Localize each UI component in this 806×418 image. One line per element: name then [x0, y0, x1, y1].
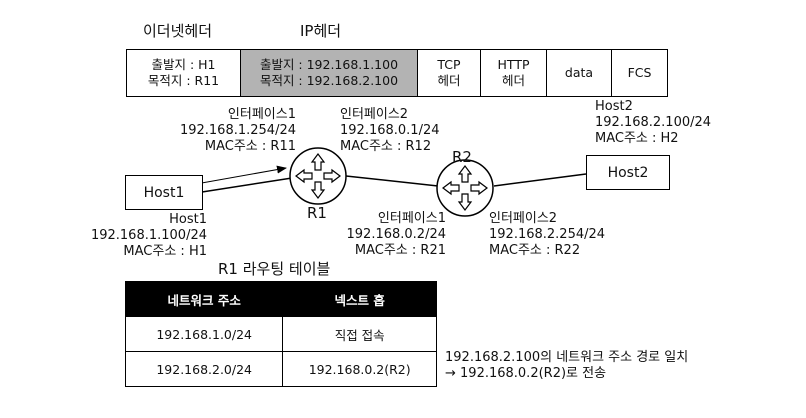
host2-name: Host2 — [595, 99, 633, 114]
network-address-cell: 192.168.1.0/24 — [124, 316, 284, 352]
host1-info: Host1 192.168.1.100/24 MAC주소 : H1 — [60, 212, 207, 260]
http-header-cell: HTTP 헤더 — [481, 49, 547, 97]
host2-ip: 192.168.2.100/24 — [595, 115, 712, 130]
r1-label: R1 — [307, 204, 327, 222]
packet-direction-arrow — [195, 165, 287, 185]
r1-if2-info: 인터페이스2 192.168.0.1/24 MAC주소 : R12 — [340, 107, 440, 155]
network-address-cell: 192.168.2.0/24 — [124, 351, 284, 387]
fcs-label: FCS — [627, 65, 652, 80]
column-header-next-hop: 넥스트 홉 — [282, 281, 437, 317]
r1-if2-ip: 192.168.0.1/24 — [340, 123, 440, 138]
next-hop-cell: 192.168.0.2(R2) — [282, 351, 437, 387]
r2-if1-mac: MAC주소 : R21 — [354, 243, 446, 258]
ip-destination: 목적지 : 192.168.2.100 — [259, 73, 399, 88]
host1-name: Host1 — [169, 212, 207, 227]
http-header-label: 헤더 — [501, 73, 525, 88]
r2-label: R2 — [452, 148, 472, 166]
host2-box: Host2 — [586, 155, 670, 190]
host2-info: Host2 192.168.2.100/24 MAC주소 : H2 — [595, 99, 711, 147]
host1-box: Host1 — [125, 175, 203, 210]
routing-note-line2: → 192.168.0.2(R2)로 전송 — [445, 366, 607, 381]
data-label: data — [564, 65, 594, 80]
r2-if1-name: 인터페이스1 — [377, 211, 446, 226]
ethernet-header-label: 이더넷헤더 — [143, 22, 213, 40]
r2-if2-ip: 192.168.2.254/24 — [489, 227, 606, 242]
link-host1-r1 — [201, 177, 293, 193]
tcp-label: TCP — [437, 57, 461, 72]
host2-mac: MAC주소 : H2 — [595, 131, 679, 146]
table-row: 192.168.1.0/24 직접 접속 — [124, 316, 437, 352]
eth-destination: 목적지 : R11 — [147, 73, 220, 88]
r1-if1-name: 인터페이스1 — [227, 107, 296, 122]
http-label: HTTP — [497, 57, 530, 72]
r1-if2-name: 인터페이스2 — [340, 107, 409, 122]
host1-mac: MAC주소 : H1 — [123, 244, 207, 259]
link-r1-r2 — [345, 175, 439, 187]
data-cell: data — [547, 49, 612, 97]
r2-if2-info: 인터페이스2 192.168.2.254/24 MAC주소 : R22 — [489, 211, 605, 259]
r2-if1-ip: 192.168.0.2/24 — [346, 227, 447, 242]
host1-box-label: Host1 — [143, 184, 185, 201]
routing-table-title: R1 라우팅 테이블 — [218, 260, 331, 278]
eth-source: 출발지 : H1 — [151, 57, 216, 72]
fcs-cell: FCS — [612, 49, 668, 97]
link-r2-host2 — [493, 173, 587, 187]
router-r1-icon — [289, 147, 347, 205]
column-header-network: 네트워크 주소 — [124, 281, 284, 317]
r2-if1-info: 인터페이스1 192.168.0.2/24 MAC주소 : R21 — [300, 211, 447, 259]
routing-note: 192.168.2.100의 네트워크 주소 경로 일치 → 192.168.0… — [445, 350, 688, 382]
r1-if2-mac: MAC주소 : R12 — [340, 139, 432, 154]
next-hop-cell: 직접 접속 — [282, 316, 437, 352]
r1-if1-info: 인터페이스1 192.168.1.254/24 MAC주소 : R11 — [150, 107, 296, 155]
ip-source: 출발지 : 192.168.1.100 — [259, 57, 399, 72]
ip-header-cell: 출발지 : 192.168.1.100 목적지 : 192.168.2.100 — [241, 49, 418, 97]
r2-if2-name: 인터페이스2 — [489, 211, 558, 226]
routing-table-header-row: 네트워크 주소 넥스트 홉 — [124, 281, 437, 317]
ip-header-label: IP헤더 — [300, 22, 342, 40]
r1-if1-ip: 192.168.1.254/24 — [179, 123, 296, 138]
table-row: 192.168.2.0/24 192.168.0.2(R2) — [124, 351, 437, 387]
routing-table: 네트워크 주소 넥스트 홉 192.168.1.0/24 직접 접속 192.1… — [124, 281, 437, 387]
r2-if2-mac: MAC주소 : R22 — [489, 243, 581, 258]
tcp-header-cell: TCP 헤더 — [418, 49, 481, 97]
ethernet-header-cell: 출발지 : H1 목적지 : R11 — [126, 49, 241, 97]
routing-note-line1: 192.168.2.100의 네트워크 주소 경로 일치 — [445, 350, 689, 365]
host2-box-label: Host2 — [607, 164, 649, 181]
host1-ip: 192.168.1.100/24 — [90, 228, 207, 243]
tcp-header-label: 헤더 — [437, 73, 461, 88]
r1-if1-mac: MAC주소 : R11 — [204, 139, 296, 154]
router-r2-icon — [436, 159, 494, 217]
